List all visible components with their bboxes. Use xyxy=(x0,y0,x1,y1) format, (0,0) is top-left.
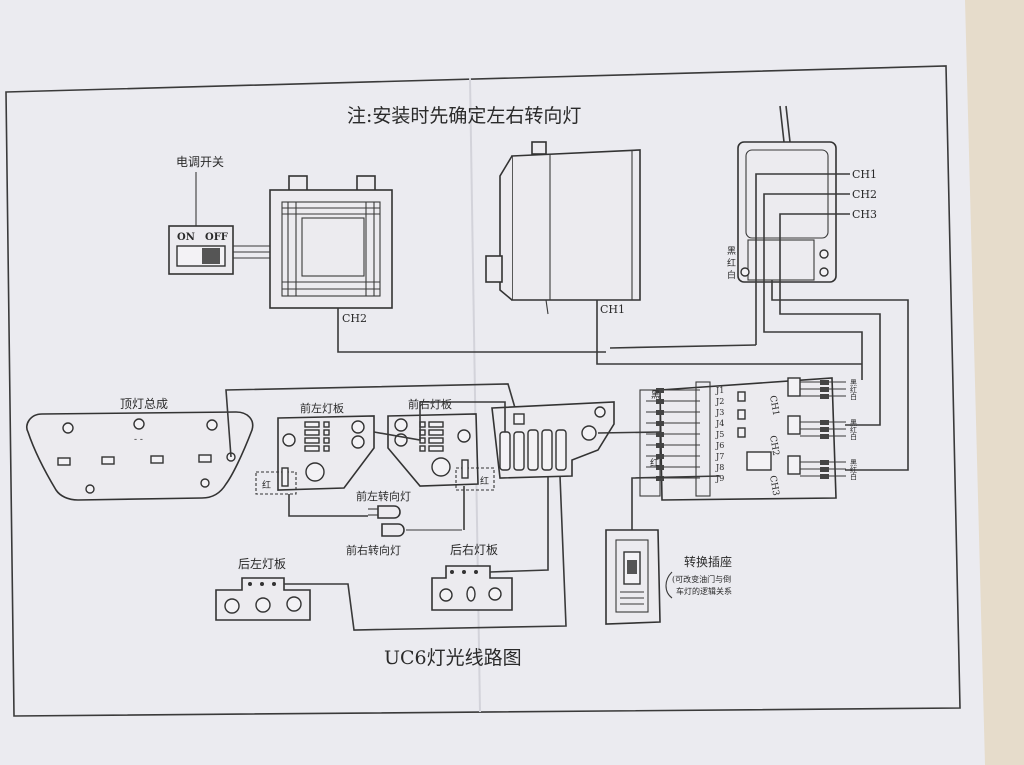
controller-header-wire-color: 白 xyxy=(850,392,857,401)
esc-switch: ON OFF xyxy=(168,225,234,275)
controller-header-wire-color: 红 xyxy=(850,465,857,474)
controller-header-wire-color: 黑 xyxy=(850,379,857,387)
switch-socket xyxy=(605,529,661,625)
front-right-board xyxy=(387,413,479,487)
note-text: 注:安装时先确定左右转向灯 xyxy=(347,105,581,127)
controller-pin-label: J7 xyxy=(715,452,724,461)
servo-ch1-label: CH1 xyxy=(600,303,625,316)
receiver-wire-red: 红 xyxy=(727,257,736,269)
receiver-antenna xyxy=(779,105,785,143)
diagram-border xyxy=(5,65,961,717)
controller-pin-label: J4 xyxy=(715,419,724,428)
front-left-board-label: 前左灯板 xyxy=(300,401,344,415)
controller-header-label: CH1 xyxy=(767,395,780,417)
roof-assembly-label: 顶灯总成 xyxy=(120,397,168,411)
controller-pin xyxy=(656,399,664,404)
controller-pin xyxy=(656,454,664,459)
receiver-body xyxy=(737,141,837,283)
switch-socket-label: 转换插座 xyxy=(684,554,732,569)
svg-text:- -: - - xyxy=(134,435,143,445)
rear-left-board-label: 后左灯板 xyxy=(238,556,286,571)
servo-ch1 xyxy=(485,141,641,315)
front-left-red-mark: 红 xyxy=(262,479,271,491)
receiver-ch1-label: CH1 xyxy=(852,168,877,181)
rear-left-board xyxy=(215,577,311,621)
switch-socket-note-1: (可改变油门与倒 xyxy=(672,574,731,584)
controller-header-label: CH3 xyxy=(767,475,780,497)
front-right-turn-lamp xyxy=(381,523,462,537)
front-left-turn-label: 前左转向灯 xyxy=(356,489,411,503)
controller-pin xyxy=(656,388,664,393)
controller-header-pin xyxy=(820,387,829,392)
controller-pin xyxy=(656,443,664,448)
controller-header-wire-color: 红 xyxy=(850,385,857,394)
receiver-wire-black: 黑 xyxy=(727,246,736,257)
controller-header-wire-color: 白 xyxy=(850,472,857,481)
receiver-ch3-label: CH3 xyxy=(852,208,877,221)
controller-pin-label: J8 xyxy=(715,463,724,472)
switch-off-label: OFF xyxy=(205,232,228,243)
servo-ch1-body xyxy=(511,149,641,301)
roof-assembly-body xyxy=(26,411,254,501)
controller-pin-label: J2 xyxy=(715,397,724,406)
controller-header-wire-color: 黑 xyxy=(850,419,857,427)
switch-socket-note-2: 车灯的逻辑关系 xyxy=(676,586,732,596)
esc-switch-label: 电调开关 xyxy=(176,155,224,169)
diagram-title: UC6灯光线路图 xyxy=(384,647,522,669)
servo-ch2-label: CH2 xyxy=(342,312,367,325)
front-right-red-mark: 红 xyxy=(480,475,489,487)
controller-header-pin xyxy=(820,460,829,465)
receiver-ch2-label: CH2 xyxy=(852,188,877,201)
controller-red-mark: 红 xyxy=(650,457,659,469)
controller-header-wire-color: 黑 xyxy=(850,459,857,467)
controller-header-wire-color: 白 xyxy=(850,432,857,441)
controller-header-label: CH2 xyxy=(767,435,780,457)
controller-header-pin xyxy=(820,467,829,472)
receiver-wire-white: 白 xyxy=(727,269,736,281)
front-right-turn-label: 前右转向灯 xyxy=(346,543,401,557)
front-right-board-label: 前右灯板 xyxy=(408,397,452,411)
switch-slider xyxy=(202,248,220,264)
controller-pin-label: J6 xyxy=(715,441,724,450)
rear-right-board-label: 后右灯板 xyxy=(450,542,498,557)
receiver xyxy=(737,105,837,283)
controller-pin-label: J5 xyxy=(715,430,724,439)
controller-pin xyxy=(656,432,664,437)
front-left-board xyxy=(277,415,375,491)
roof-assembly: - - xyxy=(26,411,254,501)
controller-header-pin xyxy=(820,474,829,479)
controller-pin-label: J9 xyxy=(715,474,724,483)
controller-header-pin xyxy=(820,434,829,439)
front-left-connector-box xyxy=(255,471,297,495)
controller-black-mark: 黑 xyxy=(651,390,660,401)
junction-board xyxy=(491,401,615,479)
front-left-board-body xyxy=(277,415,375,491)
rear-right-board xyxy=(431,565,513,611)
controller-pin xyxy=(656,465,664,470)
controller-header-pin xyxy=(820,380,829,385)
front-left-turn-lamp xyxy=(368,505,401,519)
controller-pin xyxy=(656,476,664,481)
controller-pin xyxy=(656,410,664,415)
light-controller xyxy=(639,377,837,501)
controller-pin xyxy=(656,421,664,426)
controller-pin-label: J1 xyxy=(715,386,724,395)
controller-header-pin xyxy=(820,394,829,399)
servo-ch2 xyxy=(269,175,393,309)
servo-ch2-body xyxy=(269,189,393,309)
controller-header-pin xyxy=(820,420,829,425)
controller-header-wire-color: 红 xyxy=(850,425,857,434)
switch-on-label: ON xyxy=(177,232,195,243)
controller-pin-label: J3 xyxy=(715,408,724,417)
controller-header-pin xyxy=(820,427,829,432)
